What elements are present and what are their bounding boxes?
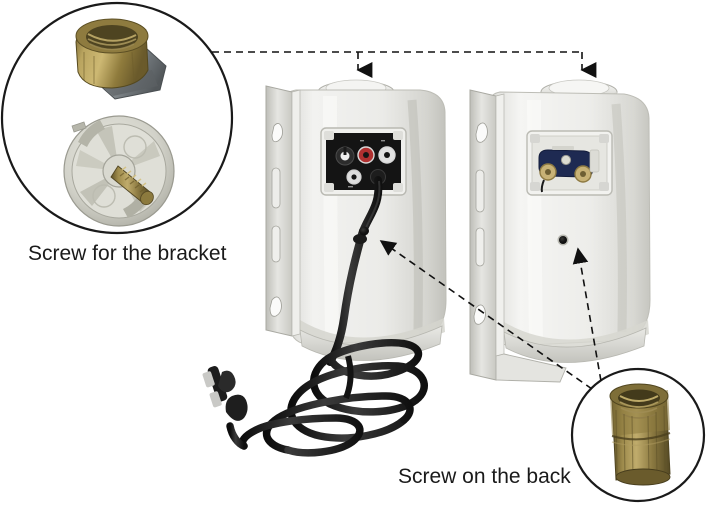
right-speaker-back-screw-hole	[557, 234, 569, 246]
left-speaker-rca-panel	[320, 127, 407, 196]
two-prong-ac-plug	[202, 366, 248, 421]
left-speaker	[265, 79, 447, 366]
right-speaker	[469, 79, 651, 383]
protruding-screw	[110, 165, 154, 206]
leader-back-to-right	[572, 247, 602, 382]
right-speaker-bracket	[469, 89, 567, 383]
leader-back-to-left	[379, 240, 593, 390]
bracket-screw-detail-circle	[0, 1, 234, 235]
brass-threaded-insert-icon	[75, 18, 167, 100]
brass-knurled-insert-icon	[609, 383, 671, 486]
power-cord-coil	[202, 339, 428, 457]
left-speaker-bracket	[265, 85, 301, 337]
bracket-screw-caption: Screw for the bracket	[28, 242, 227, 265]
bracket-disc-icon	[63, 115, 175, 227]
back-screw-detail-circle	[570, 367, 706, 503]
leader-lines	[212, 51, 602, 390]
right-speaker-binding-post-panel	[526, 130, 613, 196]
left-speaker-back-screw-hole	[359, 226, 369, 236]
back-screw-caption: Screw on the back	[398, 465, 571, 488]
